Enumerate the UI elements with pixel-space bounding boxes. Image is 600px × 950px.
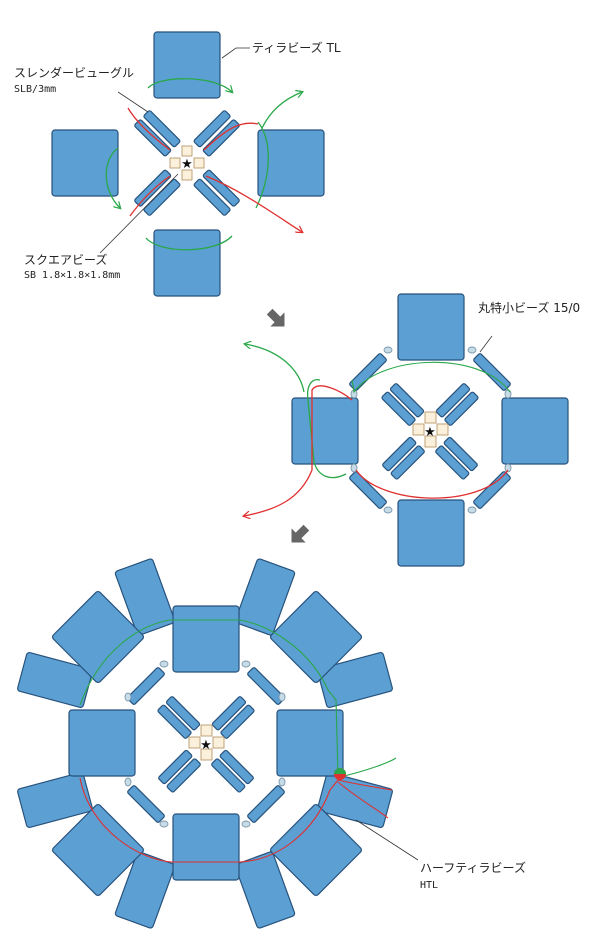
slender-bugle-bead (143, 178, 181, 216)
tila-bead-bottom (172, 813, 240, 881)
slender-bugle-bead (349, 353, 387, 391)
square-bead (436, 423, 449, 436)
tila-bead-left (51, 129, 119, 197)
round-bead (159, 820, 169, 828)
square-bead (188, 736, 201, 749)
square-bead (181, 145, 193, 157)
tila-bead-right (276, 709, 344, 777)
tila-bead-left (68, 709, 136, 777)
slender-bugle-bead (473, 353, 511, 391)
round-bead (124, 692, 132, 702)
round-bead (383, 506, 393, 514)
square-bead-label: スクエアビーズ (24, 252, 107, 267)
round-bead (241, 660, 251, 668)
half-tila-bead (114, 558, 176, 636)
round-bead (124, 777, 132, 787)
half-tila-bead-label: ハーフティラビーズ (420, 860, 526, 875)
square-bead (212, 736, 225, 749)
tila-bead-top (397, 293, 465, 361)
square-bead (424, 411, 437, 424)
half-tila-bead (317, 771, 393, 829)
round-bead (350, 463, 358, 473)
square-bead (424, 435, 437, 448)
half-tila-bead (234, 558, 296, 636)
slender-bugle-bead (193, 178, 231, 216)
slender-bugle-label: スレンダービューグル (14, 65, 134, 80)
star-icon: ★ (200, 738, 212, 753)
round-bead (467, 506, 477, 514)
tila-bead-diagonal (51, 803, 145, 897)
tila-bead-bottom (153, 229, 221, 297)
tila-bead-top (172, 605, 240, 673)
square-bead-cluster (169, 145, 205, 181)
round-bead-label: 丸特小ビーズ 15/0 (478, 300, 580, 315)
round-bead (504, 463, 512, 473)
round-bead (383, 346, 393, 354)
tila-bead-right (257, 129, 325, 197)
square-bead-sublabel: SB 1.8×1.8×1.8mm (24, 270, 120, 281)
slender-bugle-bead (473, 471, 511, 509)
slender-bugle-bead (349, 471, 387, 509)
half-tila-bead (17, 651, 93, 709)
slender-bugle-bead (143, 110, 181, 148)
square-bead (169, 157, 181, 169)
half-tila-bead-sublabel: HTL (420, 880, 438, 891)
step-arrow-icon (266, 308, 285, 327)
step-1-diagram: ★ ティラビーズ TL スレンダービューグル SLB/3mm スクエアビーズ S… (14, 31, 341, 297)
tila-bead-left (291, 397, 359, 465)
tila-bead-diagonal (269, 803, 363, 897)
slender-bugle-bead (127, 785, 165, 823)
square-bead (412, 423, 425, 436)
step-2-diagram: ★ 丸特小ビーズ 15/0 (244, 293, 580, 567)
square-bead (200, 748, 213, 761)
square-bead (181, 169, 193, 181)
tila-bead-top (153, 31, 221, 99)
round-bead (159, 660, 169, 668)
slender-bugle-bead (247, 785, 285, 823)
step-3-diagram: ★ ハーフティラビーズ HTL (17, 558, 526, 929)
slender-bugle-bead (127, 667, 165, 705)
round-bead (241, 820, 251, 828)
half-tila-bead (234, 851, 296, 929)
slender-bugle-sublabel: SLB/3mm (14, 84, 56, 95)
tila-bead-label: ティラビーズ TL (252, 40, 341, 55)
round-bead (278, 777, 286, 787)
star-icon: ★ (424, 425, 436, 440)
round-bead (467, 346, 477, 354)
star-icon: ★ (181, 157, 193, 172)
tila-bead-diagonal (269, 590, 363, 684)
slender-bugle-bead (134, 119, 172, 157)
square-bead (193, 157, 205, 169)
half-tila-bead (317, 651, 393, 709)
tila-bead-right (501, 397, 569, 465)
slender-bugle-bead (247, 667, 285, 705)
slender-bugle-bead (134, 169, 172, 207)
half-tila-bead (17, 771, 93, 829)
half-tila-bead (114, 851, 176, 929)
step-arrow-icon (291, 524, 310, 543)
round-bead (278, 692, 286, 702)
tila-bead-diagonal (51, 590, 145, 684)
square-bead (200, 724, 213, 737)
slender-bugle-bead (193, 110, 231, 148)
tila-bead-bottom (397, 499, 465, 567)
